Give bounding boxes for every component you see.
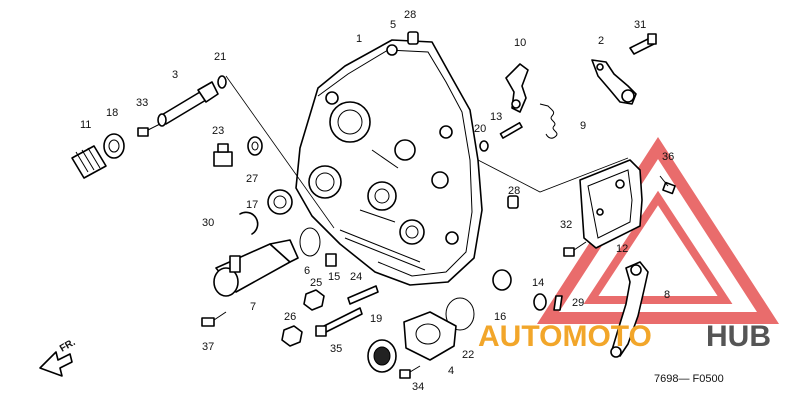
bolt-37: [201, 311, 227, 327]
plug-15: [325, 253, 337, 267]
callout-35: 35: [330, 343, 342, 355]
callout-14: 14: [532, 277, 544, 289]
bolt-36: [659, 175, 676, 195]
callout-17: 17: [246, 199, 258, 211]
bearing-holder: [403, 311, 457, 361]
callout-6: 6: [304, 265, 310, 277]
callout-7: 7: [250, 301, 256, 313]
callout-3: 3: [172, 69, 178, 81]
bushing-18: [103, 133, 125, 159]
callout-28: 28: [404, 9, 416, 21]
pin-29: [553, 295, 563, 311]
dowel-pin-right: [507, 195, 519, 209]
circlip: [239, 211, 259, 235]
callout-30: 30: [202, 217, 214, 229]
callout-8: 8: [664, 289, 670, 301]
cover-plate: [579, 159, 643, 249]
bracket: [505, 63, 529, 113]
callout-21: 21: [214, 51, 226, 63]
callout-9: 9: [580, 120, 586, 132]
collar-14: [533, 293, 547, 311]
callout-18: 18: [106, 107, 118, 119]
callout-22: 22: [462, 349, 474, 361]
callout-13: 13: [490, 111, 502, 123]
callout-27: 27: [246, 173, 258, 185]
long-bolt: [315, 307, 363, 337]
callout-28b: 28: [508, 185, 520, 197]
washer-20: [479, 140, 489, 152]
bolt-32: [563, 241, 587, 257]
callout-19: 19: [370, 313, 382, 325]
rubber-boot: [71, 145, 107, 179]
callout-1: 1: [356, 33, 362, 45]
callout-20: 20: [474, 123, 486, 135]
callout-26: 26: [284, 311, 296, 323]
nut-25: [303, 289, 325, 311]
slave-cylinder: [213, 239, 299, 297]
clutch-case: [295, 39, 483, 286]
front-direction-arrow: [39, 351, 73, 377]
dowel-pin-top: [407, 31, 419, 45]
watermark-brand-part1: AUTOMOTO: [478, 320, 652, 353]
stud-24: [347, 285, 379, 305]
callout-37: 37: [202, 341, 214, 353]
cap-16: [492, 269, 512, 291]
callout-23: 23: [212, 125, 224, 137]
o-ring-6: [299, 227, 321, 257]
callout-29: 29: [572, 297, 584, 309]
callout-11: 11: [80, 119, 91, 131]
bearing: [367, 339, 397, 373]
bolt-33: [137, 123, 161, 137]
lever-arm: [591, 59, 637, 105]
pin-13: [499, 121, 523, 139]
callout-10: 10: [514, 37, 526, 49]
callout-32: 32: [560, 219, 572, 231]
bolt-31: [629, 33, 657, 55]
watermark-brand-part2: HUB: [706, 320, 771, 353]
drain-plug: [213, 143, 233, 167]
callout-34: 34: [412, 381, 424, 393]
nut-26: [281, 325, 303, 347]
callout-4: 4: [448, 365, 454, 377]
callout-12: 12: [616, 243, 628, 255]
bolt-34: [399, 365, 421, 379]
callout-5: 5: [390, 19, 396, 31]
shaft: [157, 81, 219, 127]
oil-seal: [267, 189, 293, 215]
callout-33: 33: [136, 97, 148, 109]
callout-36: 36: [662, 151, 674, 163]
shift-arm: [610, 261, 649, 358]
front-label: FR.: [58, 337, 78, 355]
callout-25: 25: [310, 277, 322, 289]
watermark-text: AUTOMOTO HUB: [478, 320, 771, 353]
callout-2: 2: [598, 35, 604, 47]
spring: [539, 103, 558, 139]
callout-15: 15: [328, 271, 340, 283]
o-ring-22: [445, 297, 475, 331]
callout-24: 24: [350, 271, 362, 283]
callout-31: 31: [634, 19, 646, 31]
washer-27: [247, 136, 263, 156]
callout-16: 16: [494, 311, 506, 323]
drawing-code: 7698— F0500: [654, 373, 724, 385]
leader-lines: [225, 75, 629, 229]
washer-21: [217, 75, 227, 89]
